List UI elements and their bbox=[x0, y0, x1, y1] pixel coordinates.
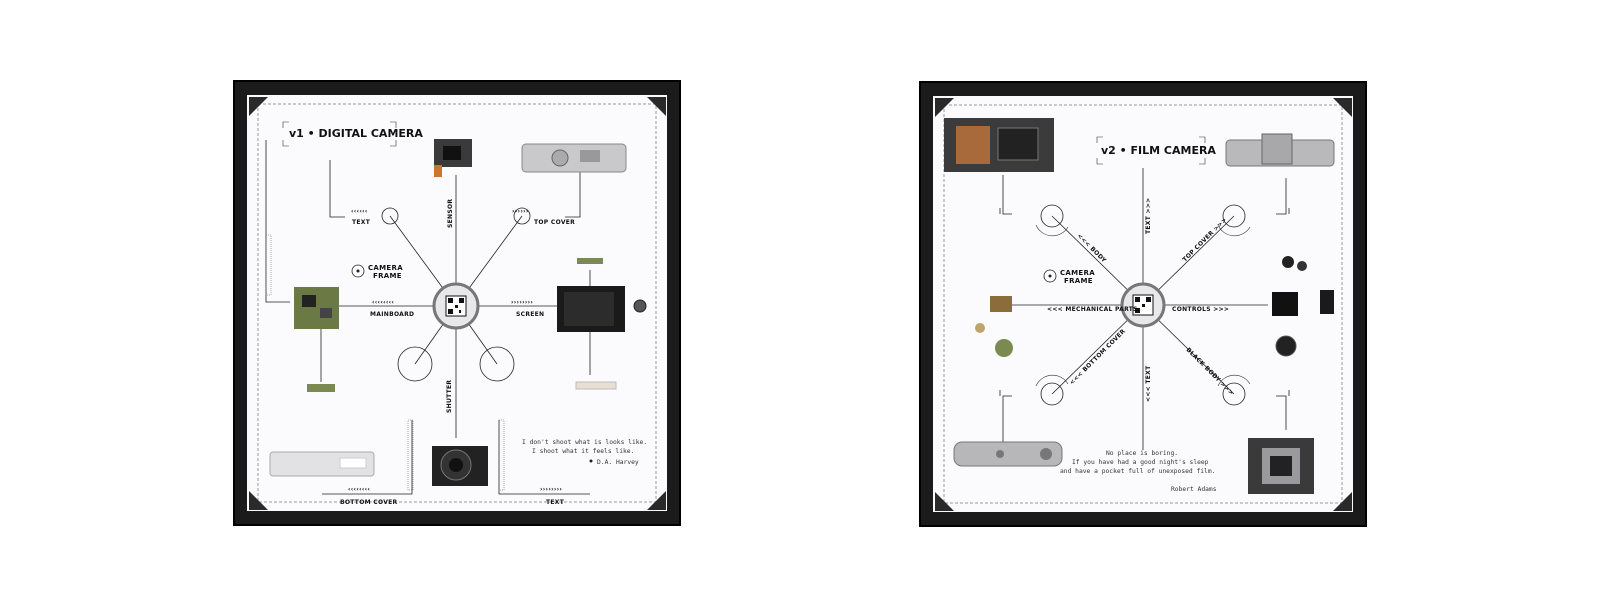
label-black-body: BLACK BODY >>> bbox=[1185, 346, 1235, 396]
label-bottom-cover-right: <<< BOTTOM COVER bbox=[1068, 328, 1127, 387]
label-body: <<< BODY bbox=[1076, 232, 1108, 264]
right-camera-frame-label-2: FRAME bbox=[1064, 277, 1093, 285]
corner-bracket bbox=[249, 491, 268, 510]
top-cover-part bbox=[521, 143, 627, 173]
svg-text:››››››››: ›››››››› bbox=[511, 299, 533, 306]
sensor-part bbox=[434, 139, 472, 177]
right-camera-frame-label-1: CAMERA bbox=[1060, 269, 1095, 277]
label-text-top-right: TEXT >>> bbox=[1145, 198, 1152, 234]
mainboard-part bbox=[294, 287, 339, 329]
ribbon-cable-part bbox=[575, 381, 617, 390]
label-top-cover: TOP COVER bbox=[534, 219, 575, 226]
left-quote-line-2: I shoot what it feels like. bbox=[532, 448, 634, 455]
svg-text:‹‹‹‹‹‹‹‹: ‹‹‹‹‹‹‹‹ bbox=[348, 486, 370, 493]
corner-bracket bbox=[647, 491, 666, 510]
label-mechanical-parts: <<< MECHANICAL PARTS bbox=[1047, 306, 1138, 313]
camera-frame-label-1: CAMERA bbox=[368, 264, 403, 272]
right-quote-line-2: If you have had a good night's sleep bbox=[1072, 459, 1209, 466]
right-title: v2 • FILM CAMERA bbox=[1101, 144, 1216, 157]
left-dashed-border bbox=[257, 103, 657, 503]
label-screen: SCREEN bbox=[516, 311, 544, 318]
right-quote-author: Robert Adams bbox=[1171, 486, 1217, 493]
right-quote-line-3: and have a pocket full of unexposed film… bbox=[1060, 468, 1215, 475]
svg-text:‹‹‹‹‹‹‹‹: ‹‹‹‹‹‹‹‹ bbox=[372, 299, 394, 306]
label-top-cover-right: TOP COVER >>> bbox=[1181, 216, 1228, 263]
camera-frame-label-2: FRAME bbox=[373, 272, 402, 280]
small-board-part bbox=[307, 384, 335, 392]
label-mainboard: MAINBOARD bbox=[370, 311, 414, 318]
film-body-part bbox=[944, 118, 1054, 172]
right-dashed-border bbox=[943, 104, 1343, 504]
label-text-bottom: TEXT bbox=[546, 499, 565, 506]
corner-bracket bbox=[249, 97, 268, 116]
film-bottom-cover-part bbox=[953, 441, 1063, 467]
label-sensor: SENSOR bbox=[447, 199, 454, 228]
shutter-part bbox=[432, 446, 488, 486]
label-controls: CONTROLS >>> bbox=[1172, 306, 1229, 313]
right-quote-line-1: No place is boring. bbox=[1106, 450, 1178, 457]
black-body-part bbox=[1248, 438, 1314, 494]
svg-text:‹‹‹‹‹‹: ‹‹‹‹‹‹ bbox=[351, 208, 368, 215]
label-text-top: TEXT bbox=[352, 219, 371, 226]
mechanical-parts-group bbox=[975, 296, 1013, 357]
label-text-bottom-right: <<< TEXT bbox=[1145, 365, 1152, 402]
label-shutter: SHUTTER bbox=[446, 380, 453, 413]
corner-bracket bbox=[647, 97, 666, 116]
left-quote-line-1: I don't shoot what is looks like. bbox=[522, 439, 647, 446]
controls-group bbox=[1272, 256, 1334, 357]
left-quote-author: D.A. Harvey bbox=[597, 459, 639, 466]
camera-frame-marker bbox=[351, 264, 365, 278]
label-bottom-cover: BOTTOM COVER bbox=[340, 499, 398, 506]
screen-part bbox=[557, 286, 647, 332]
left-title: v1 • DIGITAL CAMERA bbox=[289, 127, 423, 140]
film-top-cover-part bbox=[1225, 133, 1335, 167]
svg-text:››››››: ›››››› bbox=[512, 208, 529, 215]
svg-text:››››››››: ›››››››› bbox=[540, 486, 562, 493]
bottom-cover-part bbox=[269, 451, 375, 477]
screen-connector-part bbox=[577, 258, 603, 264]
